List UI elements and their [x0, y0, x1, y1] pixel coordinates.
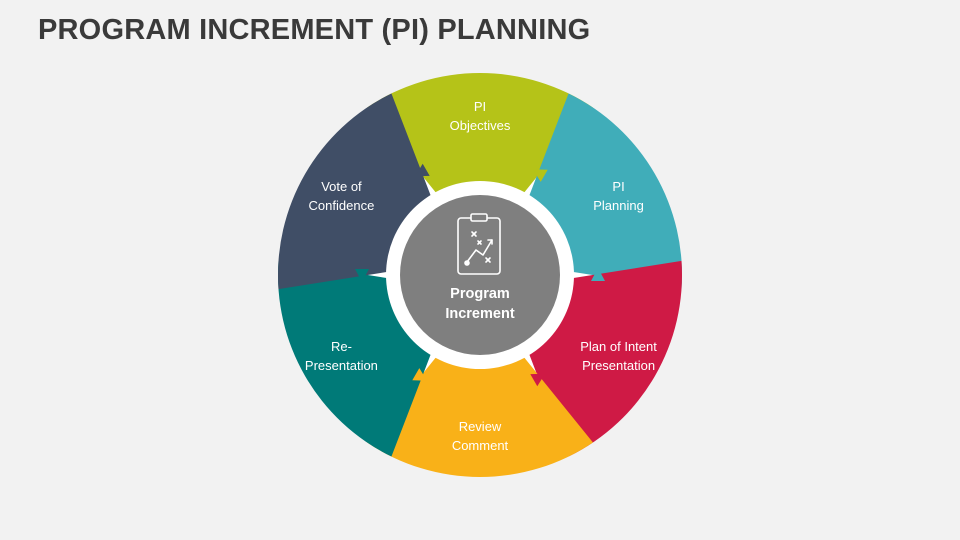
strategy-board-icon	[457, 213, 501, 275]
center-circle	[400, 195, 560, 355]
slide-title: PROGRAM INCREMENT (PI) PLANNING	[38, 14, 591, 46]
segment-label-re-presentation-2: Presentation	[305, 358, 378, 373]
flow-arrow-icon	[412, 368, 428, 381]
center-label-line2: Increment	[445, 306, 514, 322]
center-label-line1: Program	[450, 286, 510, 302]
segment-label-re-presentation-1: Re-	[331, 339, 352, 354]
flow-arrow-icon	[530, 373, 546, 387]
segment-label-pi-planning-2: Planning	[593, 198, 644, 213]
arrows-group	[355, 163, 605, 387]
flow-arrow-icon	[532, 169, 548, 182]
segment-label-review-comment-1: Review	[459, 419, 502, 434]
segment-label-plan-of-intent-1: Plan of Intent	[580, 339, 657, 354]
segment-pi-objectives	[367, 73, 593, 194]
segment-label-plan-of-intent-2: Presentation	[582, 358, 655, 373]
flow-arrow-icon	[414, 163, 430, 177]
segment-label-vote-of-confidence-1: Vote of	[321, 179, 362, 194]
segment-label-pi-objectives-2: Objectives	[450, 118, 511, 133]
segment-label-pi-objectives-1: PI	[474, 99, 486, 114]
flow-arrow-icon	[591, 268, 605, 281]
flow-arrow-icon	[355, 269, 369, 282]
segment-label-pi-planning-1: PI	[612, 179, 624, 194]
segment-label-vote-of-confidence-2: Confidence	[309, 198, 375, 213]
segment-label-review-comment-2: Comment	[452, 438, 509, 453]
segment-review-comment	[367, 356, 593, 477]
